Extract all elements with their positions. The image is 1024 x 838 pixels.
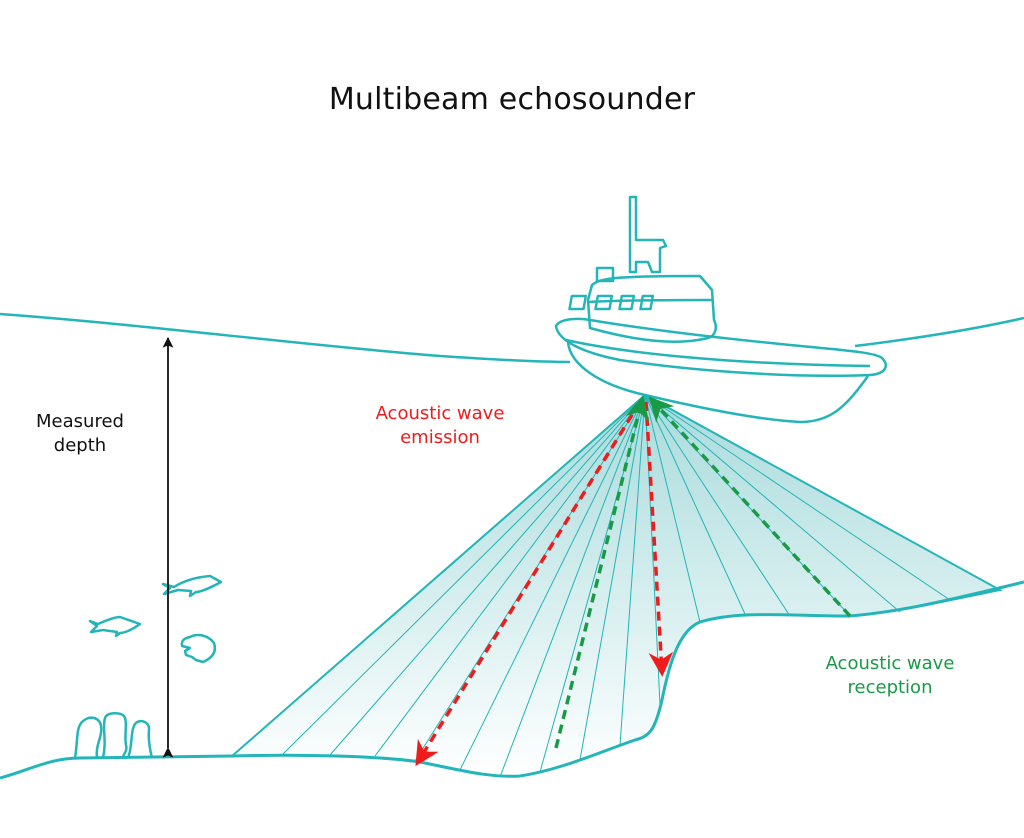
beam-line <box>281 394 646 756</box>
fish-3 <box>180 633 217 664</box>
boat-hull <box>566 341 870 424</box>
fish-1 <box>161 574 223 598</box>
seaweed-group <box>73 712 154 759</box>
beam-line <box>644 394 791 617</box>
beam-line <box>499 394 646 778</box>
beam-line <box>374 394 646 757</box>
beam-line <box>644 394 901 613</box>
beam-line <box>459 394 646 771</box>
water-surface-left <box>0 312 571 364</box>
reception-arrows <box>554 395 852 749</box>
beam-line <box>579 394 646 761</box>
reception-label: Acoustic wave reception <box>825 653 955 698</box>
fish-group <box>88 574 223 664</box>
emission-label: Acoustic wave emission <box>375 403 505 448</box>
seaweed-3 <box>126 719 154 759</box>
fish-2 <box>88 615 142 638</box>
emission-arrow-2 <box>644 401 674 677</box>
beam-line <box>619 394 646 746</box>
seaweed-2 <box>101 712 128 759</box>
boat-cabin <box>586 274 717 343</box>
diagram-title: Multibeam echosounder <box>328 82 696 117</box>
sonar-beam-fan <box>229 393 1003 778</box>
seafloor <box>0 580 1024 780</box>
boat-window-4 <box>639 294 655 311</box>
seaweed-1 <box>73 716 103 759</box>
reception-arrow-2 <box>648 396 852 618</box>
emission-arrows <box>415 401 674 767</box>
beam-line <box>644 394 746 615</box>
beam-line <box>644 394 701 623</box>
emission-arrow-1 <box>415 401 642 767</box>
boat-window-2 <box>594 294 614 311</box>
survey-boat <box>554 195 887 424</box>
beam-line <box>539 394 646 773</box>
beam-line <box>329 394 646 756</box>
boat-funnel <box>595 266 615 283</box>
boat-window-3 <box>618 294 636 311</box>
boat-window-1 <box>568 294 588 311</box>
boat-deck <box>554 317 887 378</box>
beam-line <box>644 394 951 601</box>
water-surface-right <box>854 316 1024 348</box>
measured-depth-label: Measured depth <box>36 411 124 456</box>
boat-mast <box>628 195 668 274</box>
